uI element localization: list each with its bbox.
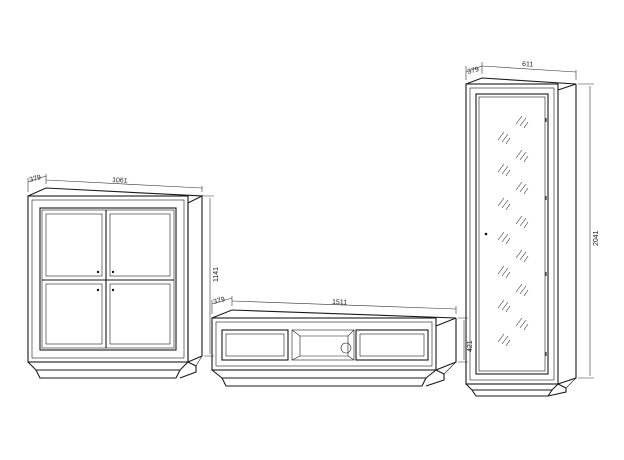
tall-cabinet-dimensions: 379 611 2041 — [465, 61, 600, 379]
tv-stand-depth-label: 379 — [213, 296, 226, 306]
tall-cabinet-width-label: 611 — [522, 61, 534, 69]
tall-cabinet-depth-label: 379 — [467, 66, 480, 76]
cabinet-width-label: 1061 — [112, 177, 128, 185]
tv-stand — [211, 309, 457, 387]
tv-stand-width-label: 1511 — [332, 299, 347, 307]
cabinet — [27, 187, 205, 379]
tall-cabinet-height-label: 2041 — [593, 230, 600, 246]
tall-cabinet — [465, 77, 577, 397]
cabinet-depth-label: 379 — [29, 174, 42, 184]
tv-stand-height-label: 421 — [467, 340, 474, 352]
cabinet-dimensions: 379 1061 1141 — [27, 174, 220, 357]
glass-reflection-marks — [497, 115, 529, 347]
cabinet-height-label: 1141 — [213, 267, 220, 282]
